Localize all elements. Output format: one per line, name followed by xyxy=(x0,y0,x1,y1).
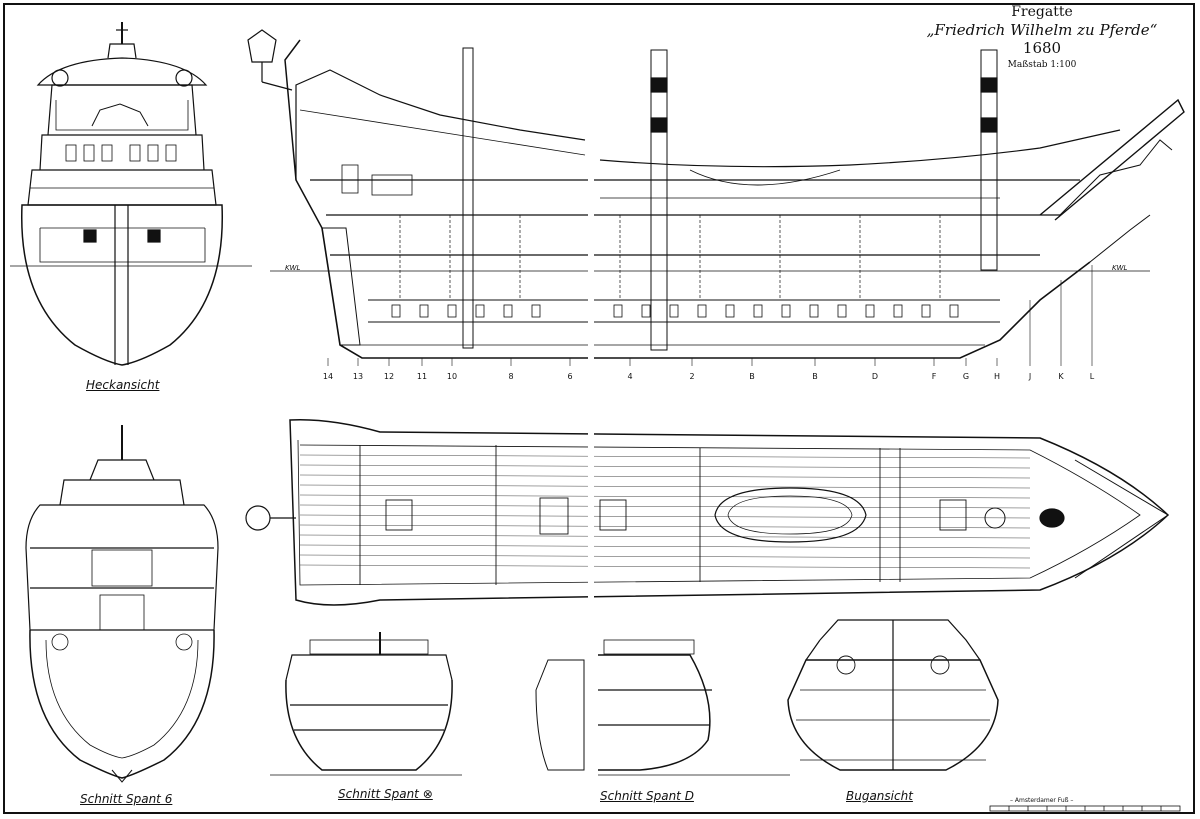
station-label: 10 xyxy=(446,372,458,381)
stern-view-drawing xyxy=(10,22,252,366)
station-label: D xyxy=(871,372,879,381)
section-frame-x-drawing xyxy=(270,632,585,776)
station-label: H xyxy=(993,372,1001,381)
station-label: 13 xyxy=(352,372,364,381)
title-scale: Maßstab 1:100 xyxy=(1007,60,1077,70)
title-line-year: 1680 xyxy=(1022,39,1062,57)
station-label: B xyxy=(749,372,755,381)
caption-bow-view: Bugansicht xyxy=(846,789,913,803)
caption-section-d: Schnitt Spant D xyxy=(600,789,694,803)
caption-section-6: Schnitt Spant 6 xyxy=(80,792,173,806)
station-label: J xyxy=(1028,372,1032,381)
station-label: L xyxy=(1089,372,1095,381)
scale-bar-label: – Amsterdamer Fuß – xyxy=(1010,797,1074,804)
scale-bar-graphic xyxy=(989,805,1181,812)
station-label: K xyxy=(1058,372,1064,381)
station-label: F xyxy=(931,372,937,381)
title-block: Fregatte „Friedrich Wilhelm zu Pferde“ 1… xyxy=(912,4,1172,72)
station-label: 4 xyxy=(627,372,633,381)
station-label: 11 xyxy=(416,372,428,381)
station-label: B xyxy=(812,372,818,381)
bow-view-drawing xyxy=(787,619,999,771)
station-label: 2 xyxy=(689,372,695,381)
waterline-label-aft: KWL xyxy=(285,264,301,272)
caption-stern-view: Heckansicht xyxy=(86,378,160,392)
station-label: 14 xyxy=(322,372,334,381)
profile-drawing xyxy=(247,29,1185,366)
deck-plan-drawing xyxy=(245,419,1170,606)
station-label: G xyxy=(962,372,970,381)
title-line-type: Fregatte xyxy=(1011,4,1073,20)
station-label: 8 xyxy=(508,372,514,381)
waterline-label-fwd: KWL xyxy=(1112,264,1128,272)
section-frame-6-drawing xyxy=(25,425,219,783)
section-frame-d-drawing xyxy=(598,639,790,776)
title-line-name: „Friedrich Wilhelm zu Pferde“ xyxy=(926,21,1158,39)
station-label: 6 xyxy=(567,372,573,381)
caption-section-x: Schnitt Spant ⊗ xyxy=(338,787,433,801)
station-label: 12 xyxy=(383,372,395,381)
